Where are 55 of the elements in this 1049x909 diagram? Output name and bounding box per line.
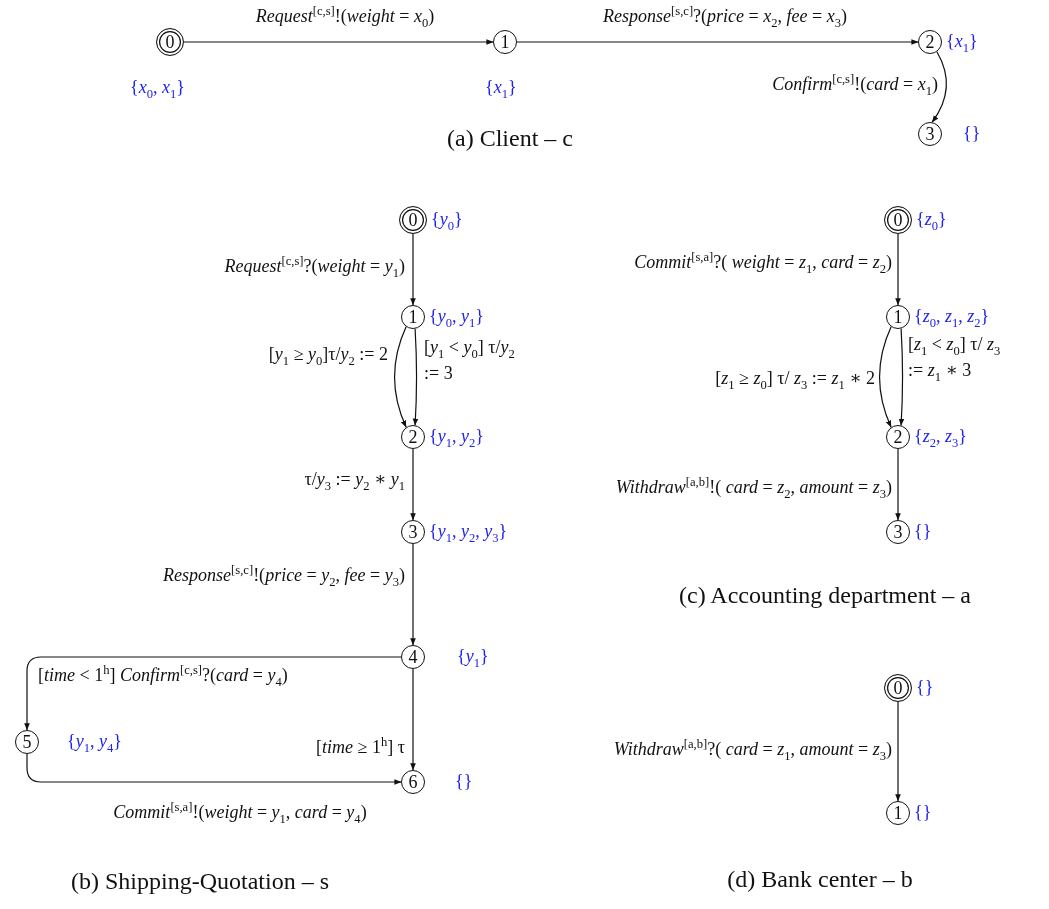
state-circle: 4 (401, 645, 425, 669)
variable-set: {x$_{1}$} (485, 77, 517, 102)
state-circle: 1 (886, 305, 910, 329)
transition-arrow (183, 39, 494, 45)
variable-set: {y$_{1}$, y$_{2}$} (429, 426, 484, 451)
transition-arrow (895, 448, 901, 521)
transition-arrow (393, 326, 407, 428)
variable-set: {y$_{1}$} (457, 646, 489, 671)
variable-set: {y$_{1}$, y$_{4}$} (67, 731, 122, 756)
transition-arrow (410, 448, 416, 521)
variable-set: {} (914, 802, 932, 824)
state-circle: 1 (493, 30, 517, 54)
transition-arrow (410, 233, 416, 306)
state-circle: 6 (401, 770, 425, 794)
subfigure-caption: (b) Shipping-Quotation – s (71, 868, 329, 895)
state-circle: 1 (401, 305, 425, 329)
initial-state-circle: 0 (156, 28, 184, 56)
state-circle: 2 (918, 30, 942, 54)
transition-arrow (410, 543, 416, 646)
transition-arrow (898, 328, 905, 426)
variable-set: {y$_{1}$, y$_{2}$, y$_{3}$} (429, 521, 508, 546)
variable-set: {} (914, 521, 932, 543)
variable-set: {z$_{2}$, z$_{3}$} (914, 426, 967, 451)
transition-arrow (412, 328, 419, 426)
transition-arrow (895, 701, 901, 802)
state-circle: 3 (886, 520, 910, 544)
state-circle: 5 (15, 730, 39, 754)
edge-label: [time ≥ 1$^{h}$] τ (316, 735, 405, 759)
state-circle: 3 (918, 122, 942, 146)
transition-arrow (516, 39, 919, 45)
variable-set: {x$_{1}$} (946, 31, 978, 56)
initial-state-circle: 0 (399, 206, 427, 234)
subfigure-caption: (a) Client – c (447, 125, 573, 152)
initial-state-circle: 0 (884, 674, 912, 702)
variable-set: {y$_{0}$, y$_{1}$} (429, 306, 484, 331)
transition-arrow (878, 326, 892, 428)
state-circle: 3 (401, 520, 425, 544)
subfigure-caption: (c) Accounting department – a (679, 582, 971, 609)
state-circle: 2 (886, 425, 910, 449)
variable-set: {y$_{0}$} (431, 209, 463, 234)
variable-set: {} (963, 123, 981, 145)
transition-arrow (24, 656, 402, 731)
variable-set: {z$_{0}$} (916, 209, 947, 234)
subfigure-caption: (d) Bank center – b (727, 866, 913, 893)
transition-arrow (26, 753, 402, 785)
variable-set: {} (455, 771, 473, 793)
state-circle: 1 (886, 801, 910, 825)
variable-set: {} (916, 677, 934, 699)
transition-arrow (931, 51, 947, 123)
variable-set: {x$_{0}$, x$_{1}$} (130, 77, 185, 102)
transition-arrow (410, 668, 416, 771)
variable-set: {z$_{0}$, z$_{1}$, z$_{2}$} (914, 306, 990, 331)
initial-state-circle: 0 (884, 206, 912, 234)
state-circle: 2 (401, 425, 425, 449)
transition-arrow (895, 233, 901, 306)
